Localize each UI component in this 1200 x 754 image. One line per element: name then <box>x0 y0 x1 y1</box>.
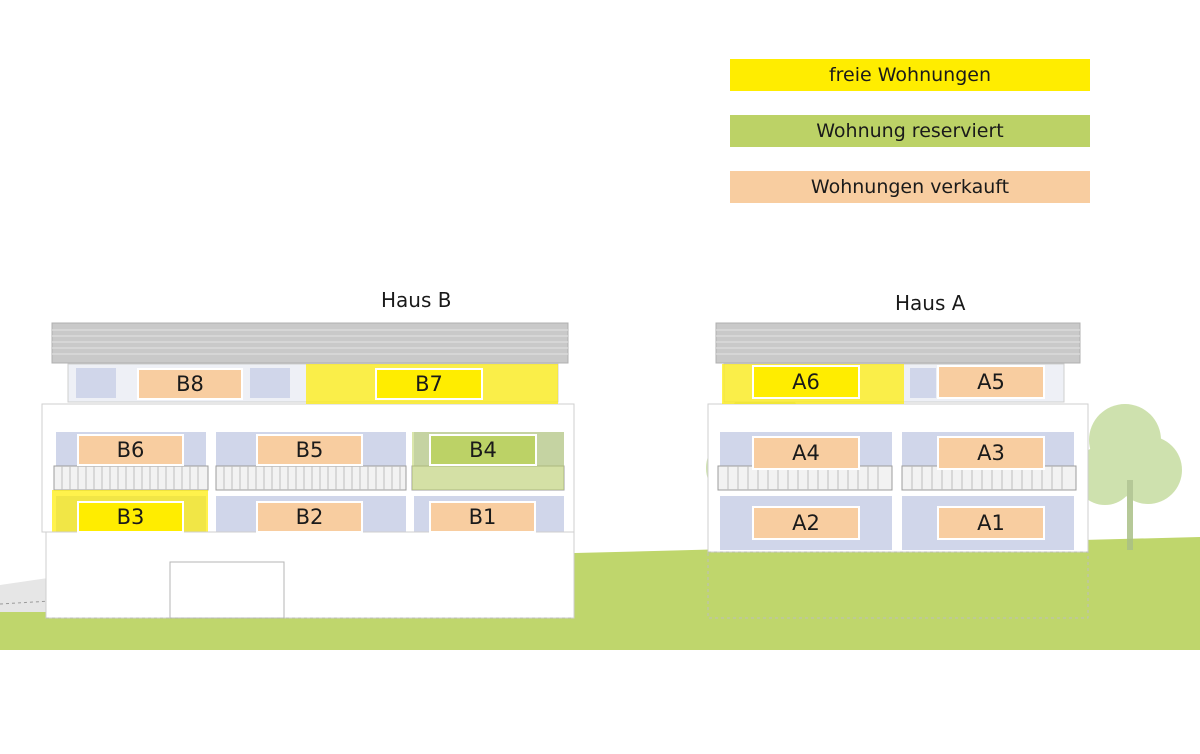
left-slope <box>0 578 48 612</box>
unit-b5[interactable]: B5 <box>256 434 363 466</box>
lawn <box>0 537 1200 650</box>
unit-a1[interactable]: A1 <box>937 506 1045 540</box>
legend-free: freie Wohnungen <box>730 59 1090 91</box>
unit-b6[interactable]: B6 <box>77 434 184 466</box>
unit-a5[interactable]: A5 <box>937 365 1045 399</box>
unit-a4[interactable]: A4 <box>752 436 860 470</box>
unit-b3[interactable]: B3 <box>77 501 184 533</box>
unit-b4[interactable]: B4 <box>429 434 537 466</box>
unit-b8[interactable]: B8 <box>137 368 243 400</box>
legend-sold: Wohnungen verkauft <box>730 171 1090 203</box>
house-b-label: Haus B <box>381 288 452 312</box>
unit-a2[interactable]: A2 <box>752 506 860 540</box>
house-a-label: Haus A <box>895 291 966 315</box>
legend-reserved: Wohnung reserviert <box>730 115 1090 147</box>
haus-b-building <box>41 322 575 619</box>
unit-a3[interactable]: A3 <box>937 436 1045 470</box>
unit-b2[interactable]: B2 <box>256 501 363 533</box>
unit-a6[interactable]: A6 <box>752 365 860 399</box>
tree-right <box>1075 404 1182 550</box>
unit-b1[interactable]: B1 <box>429 501 536 533</box>
unit-b7[interactable]: B7 <box>375 368 483 400</box>
